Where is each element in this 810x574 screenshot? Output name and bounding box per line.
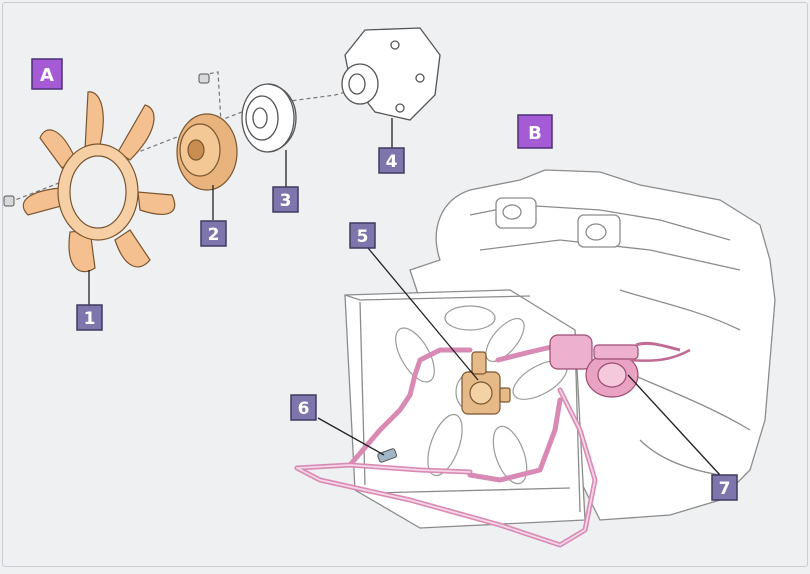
hydraulic-fan-motor <box>461 351 511 415</box>
callout-5: 5 <box>349 222 376 249</box>
leader-line-7 <box>627 374 721 476</box>
fan-clutch <box>176 113 238 191</box>
callout-7: 7 <box>711 474 738 501</box>
leader-line-6 <box>317 417 385 456</box>
leader-line-5 <box>367 247 479 381</box>
fan-blade <box>22 91 176 273</box>
svg-text:A: A <box>40 65 54 86</box>
fan-pulley <box>241 83 297 153</box>
svg-text:6: 6 <box>298 399 310 419</box>
section-label-a: A <box>31 58 63 90</box>
temperature-sensor <box>377 448 398 463</box>
callout-2: 2 <box>200 220 227 247</box>
hydraulic-lines-inner <box>296 389 596 546</box>
section-label-b: B <box>517 114 553 149</box>
clutch-nut <box>198 73 210 84</box>
engine-fan-illustration <box>395 305 568 485</box>
fan-nut <box>3 195 15 207</box>
svg-text:B: B <box>528 123 542 144</box>
callout-3: 3 <box>272 186 299 213</box>
callout-4: 4 <box>378 147 405 174</box>
svg-text:4: 4 <box>386 152 398 172</box>
callout-6: 6 <box>290 394 317 421</box>
svg-text:1: 1 <box>84 309 96 329</box>
callout-1: 1 <box>76 304 103 331</box>
hydraulic-pump <box>549 334 691 398</box>
water-pump <box>341 27 441 121</box>
svg-text:7: 7 <box>719 479 731 499</box>
svg-text:3: 3 <box>280 191 292 211</box>
leader-lines <box>88 118 721 476</box>
svg-text:5: 5 <box>357 227 369 247</box>
diagram-frame <box>2 2 808 567</box>
svg-text:2: 2 <box>208 225 220 245</box>
